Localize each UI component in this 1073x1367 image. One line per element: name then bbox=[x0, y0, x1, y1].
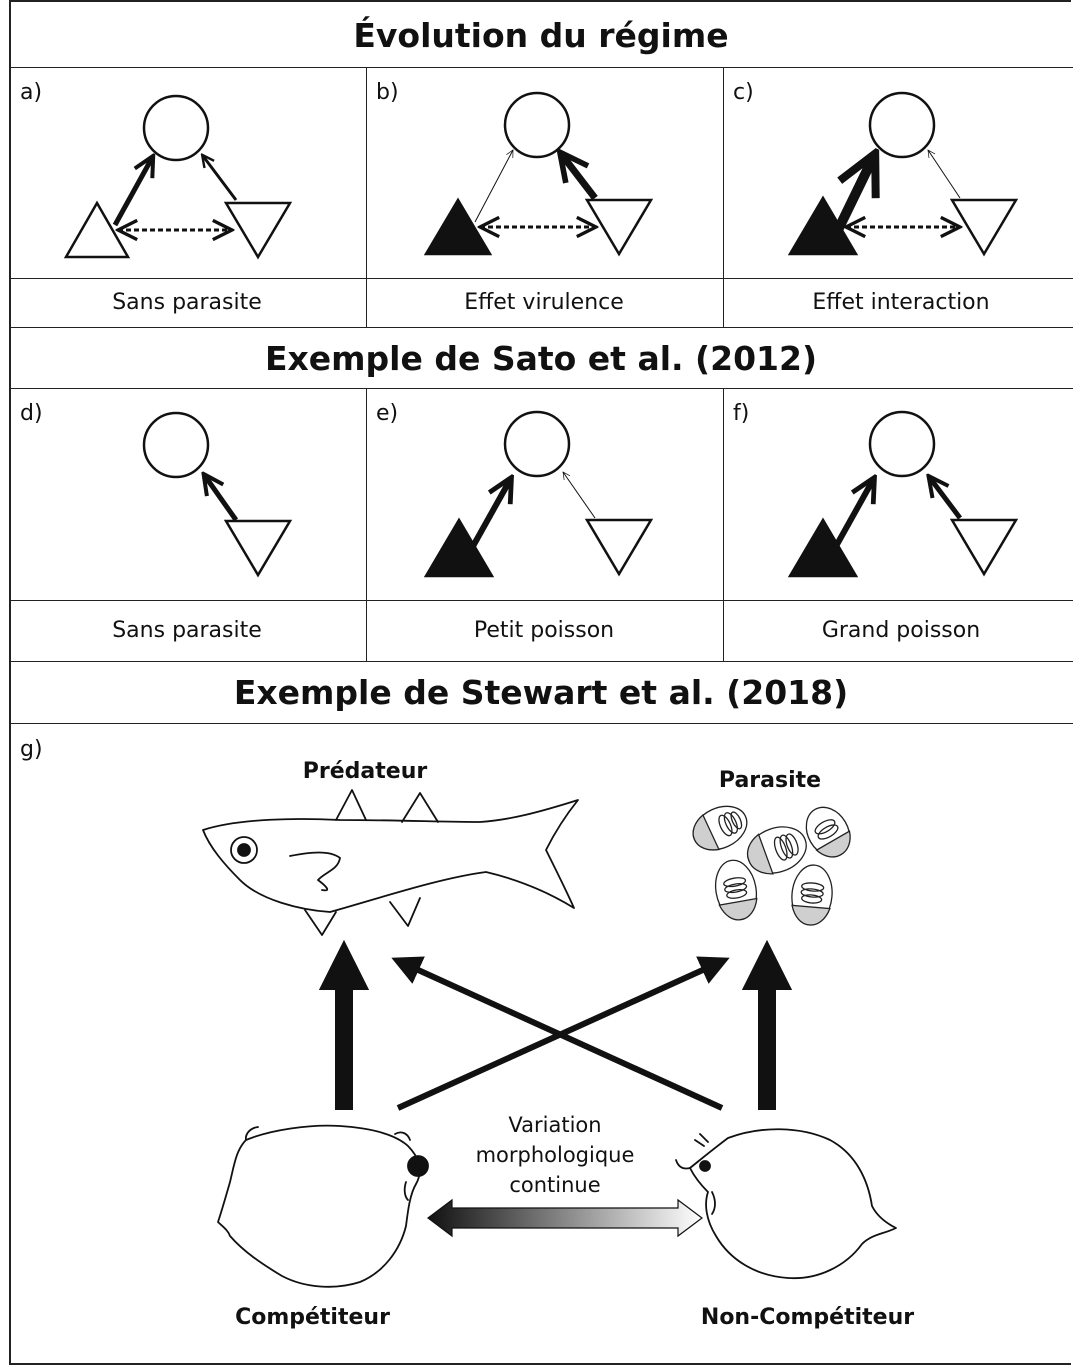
caption-b: Effet virulence bbox=[464, 290, 624, 315]
divider bbox=[723, 67, 724, 327]
predator-node bbox=[142, 94, 210, 162]
divider bbox=[723, 388, 724, 661]
fish-illustration bbox=[202, 789, 579, 936]
host-triangle bbox=[63, 200, 131, 259]
non-competitor-label: Non-Compétiteur bbox=[700, 1305, 915, 1330]
panel-a-diagram bbox=[63, 94, 293, 260]
parasite-label: Parasite bbox=[718, 768, 822, 793]
panel-label-f: f) bbox=[733, 401, 750, 426]
caption-e: Petit poisson bbox=[473, 618, 615, 643]
divider bbox=[9, 327, 1073, 328]
panel-label-g: g) bbox=[20, 737, 43, 762]
arrow bbox=[469, 480, 510, 550]
variation-line: continue bbox=[509, 1173, 601, 1197]
panel-label-b: b) bbox=[376, 80, 399, 105]
divider bbox=[9, 67, 1073, 68]
parasite-illustration bbox=[692, 805, 851, 926]
caption-a: Sans parasite bbox=[112, 290, 262, 315]
panel-b-diagram bbox=[423, 91, 654, 257]
figure-frame bbox=[9, 0, 1071, 1365]
caption-c: Effet interaction bbox=[812, 290, 990, 315]
section-title-stewart: Exemple de Stewart et al. (2018) bbox=[233, 673, 849, 712]
arrow bbox=[927, 149, 961, 199]
prey-triangle bbox=[949, 198, 1019, 257]
infected-host-triangle bbox=[787, 517, 859, 578]
noncompetitor-daphnia bbox=[675, 1128, 897, 1280]
divider bbox=[9, 600, 1073, 601]
section-title-diet-evolution: Évolution du régime bbox=[353, 16, 729, 55]
prey-triangle bbox=[223, 201, 293, 260]
arrow bbox=[930, 478, 962, 520]
divider bbox=[9, 661, 1073, 662]
infected-host-triangle bbox=[423, 517, 495, 578]
predator-node bbox=[868, 91, 936, 159]
divider bbox=[366, 388, 367, 661]
arrow bbox=[832, 480, 873, 550]
panel-label-c: c) bbox=[733, 80, 754, 105]
predator-node bbox=[503, 91, 571, 159]
predator-node bbox=[868, 410, 936, 478]
panel-f-diagram bbox=[787, 410, 1019, 578]
infected-host-triangle bbox=[423, 197, 493, 256]
predator-node bbox=[142, 411, 210, 479]
arrow bbox=[562, 471, 596, 519]
panel-label-a: a) bbox=[20, 80, 43, 105]
variation-line: Variation bbox=[508, 1113, 602, 1137]
panel-label-d: d) bbox=[20, 401, 43, 426]
prey-triangle bbox=[584, 518, 654, 577]
predator-node bbox=[503, 410, 571, 478]
arrow bbox=[112, 158, 152, 227]
arrow bbox=[203, 156, 238, 201]
arrow bbox=[833, 158, 873, 233]
predator-label: Prédateur bbox=[302, 759, 428, 784]
prey-triangle bbox=[949, 518, 1019, 577]
divider bbox=[9, 723, 1073, 724]
panel-c-diagram bbox=[787, 91, 1019, 257]
panel-g-arrows bbox=[318, 939, 793, 1111]
panel-label-e: e) bbox=[376, 401, 399, 426]
variation-line: morphologique bbox=[475, 1143, 635, 1167]
arrow bbox=[474, 149, 514, 223]
prey-triangle bbox=[223, 519, 293, 578]
variation-text: Variation morphologique continue bbox=[470, 1110, 640, 1200]
divider bbox=[9, 388, 1073, 389]
caption-d: Sans parasite bbox=[112, 618, 262, 643]
divider bbox=[366, 67, 367, 327]
section-title-sato: Exemple de Sato et al. (2012) bbox=[264, 339, 818, 378]
divider bbox=[9, 278, 1073, 279]
panel-e-diagram bbox=[423, 410, 654, 578]
competitor-label: Compétiteur bbox=[235, 1305, 390, 1330]
panel-d-diagram bbox=[142, 411, 293, 578]
competitor-to-parasite-arrow bbox=[396, 956, 730, 1111]
caption-f: Grand poisson bbox=[821, 618, 981, 643]
morphology-gradient-arrow bbox=[427, 1198, 703, 1238]
competitor-daphnia bbox=[217, 1124, 429, 1288]
prey-triangle bbox=[584, 198, 654, 257]
arrow bbox=[562, 155, 598, 201]
arrow bbox=[205, 476, 239, 522]
